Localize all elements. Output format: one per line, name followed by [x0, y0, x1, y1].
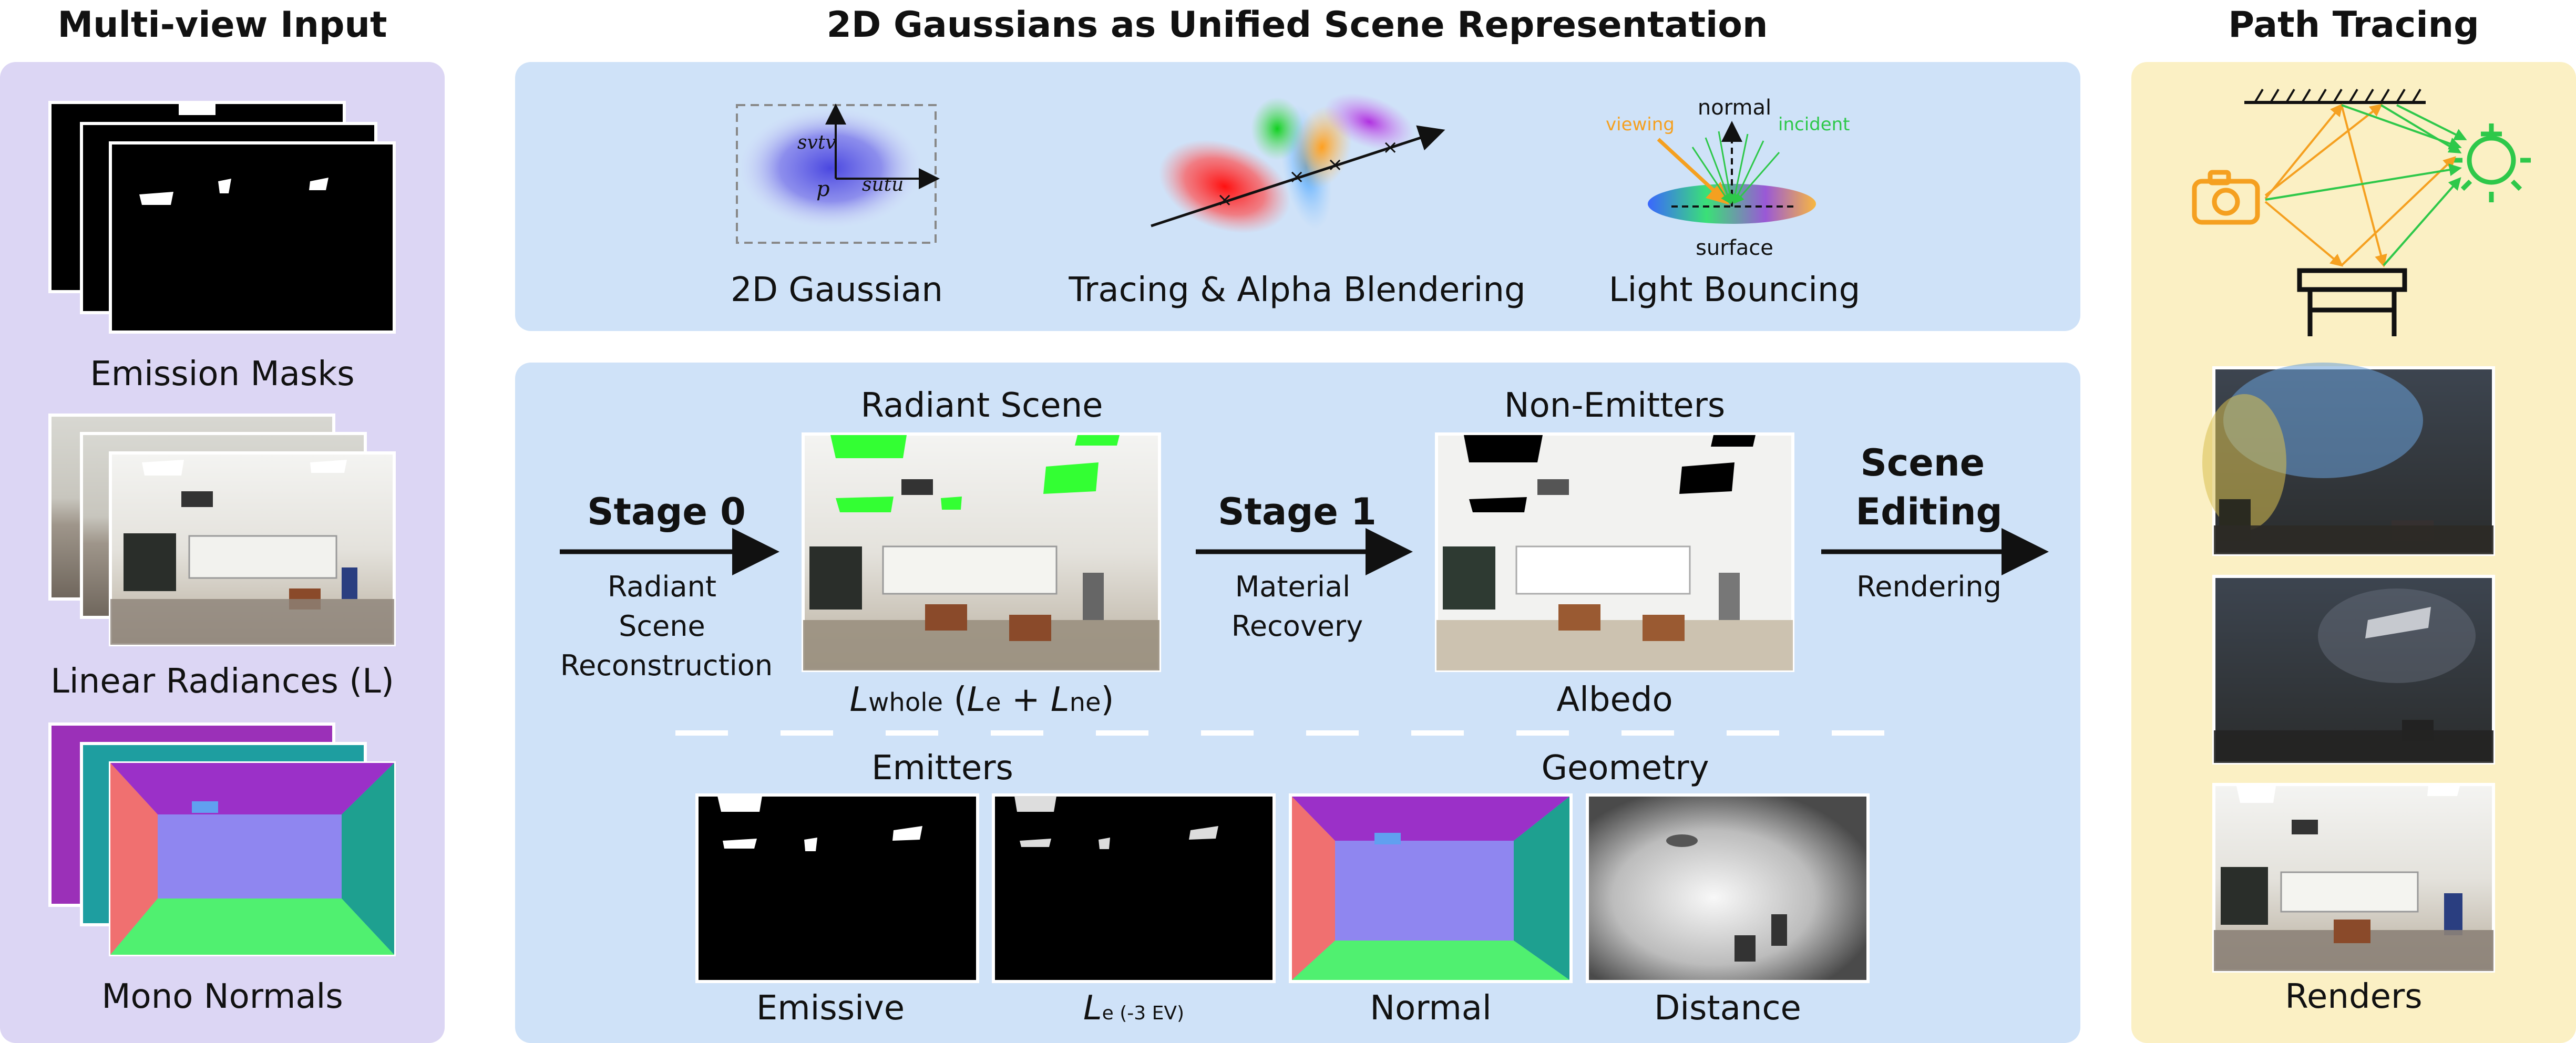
mono-normals-stack — [48, 722, 396, 956]
light-bouncing-illustration: normal viewing incident surface — [1606, 96, 1850, 260]
table-icon — [2297, 268, 2407, 336]
stage0-desc: Radiant Scene Reconstruction — [560, 570, 773, 682]
camera-icon — [2192, 170, 2260, 225]
svg-text:×: × — [1382, 137, 1398, 158]
distance-image — [1586, 793, 1870, 983]
emitters-heading: Emitters — [871, 749, 1013, 788]
linear-radiances-stack — [48, 414, 396, 646]
normal-label: normal — [1698, 96, 1771, 120]
emission-masks-stack — [48, 101, 396, 334]
linear-radiances-label: Linear Radiances (L) — [50, 662, 394, 701]
non-emitters-heading: Non-Emitters — [1504, 386, 1725, 425]
le-minus3ev-image — [992, 793, 1276, 983]
viewing-label: viewing — [1606, 114, 1675, 135]
stage1-label: Stage 1 — [1218, 490, 1377, 533]
svg-text:×: × — [1217, 189, 1233, 211]
point-p-label: p — [816, 177, 830, 201]
normal-caption: Normal — [1370, 989, 1492, 1028]
mono-normals-label: Mono Normals — [101, 977, 343, 1016]
middle-title: 2D Gaussians as Unified Scene Representa… — [827, 4, 1768, 46]
scene-editing-label: Scene Editing — [1855, 441, 2002, 533]
incident-label: incident — [1778, 114, 1850, 135]
left-title: Multi-view Input — [58, 4, 387, 46]
bouncing-label: Light Bouncing — [1609, 271, 1860, 309]
radiant-scene-heading: Radiant Scene — [860, 386, 1103, 425]
render-2 — [2212, 575, 2495, 765]
lwhole-caption: Lwhole (Le + Lne) — [850, 680, 1114, 719]
radiant-scene-image — [802, 432, 1161, 672]
non-emitters-image — [1435, 432, 1794, 672]
stage0-label: Stage 0 — [587, 490, 746, 533]
svg-text:×: × — [1289, 166, 1305, 188]
tracing-label: Tracing & Alpha Blendering — [1068, 271, 1525, 309]
emission-masks-label: Emission Masks — [90, 355, 354, 394]
emissive-image — [695, 793, 979, 983]
right-title: Path Tracing — [2228, 4, 2479, 46]
tracing-illustration: × × × × — [1151, 93, 1445, 233]
normal-image — [1289, 793, 1573, 983]
surface-label: surface — [1696, 236, 1773, 260]
lightbulb-icon — [2452, 123, 2531, 202]
axis-u-label: sutu — [862, 174, 904, 195]
render-1 — [2202, 363, 2495, 556]
path-tracing-illustration — [2192, 88, 2531, 336]
geometry-heading: Geometry — [1541, 749, 1709, 788]
render-3 — [2212, 783, 2495, 973]
stage1-desc: Material Recovery — [1231, 570, 1363, 643]
axis-v-label: svtv — [797, 132, 836, 153]
gaussian-label: 2D Gaussian — [731, 271, 943, 309]
renders-label: Renders — [2285, 977, 2422, 1016]
emissive-caption: Emissive — [756, 989, 905, 1028]
gaussian-illustration: svtv sutu p — [736, 104, 940, 244]
distance-caption: Distance — [1654, 989, 1801, 1028]
le-caption: Le (-3 EV) — [1083, 989, 1184, 1028]
albedo-caption: Albedo — [1556, 680, 1672, 719]
svg-text:×: × — [1327, 154, 1343, 175]
rendering-label: Rendering — [1856, 570, 2002, 603]
